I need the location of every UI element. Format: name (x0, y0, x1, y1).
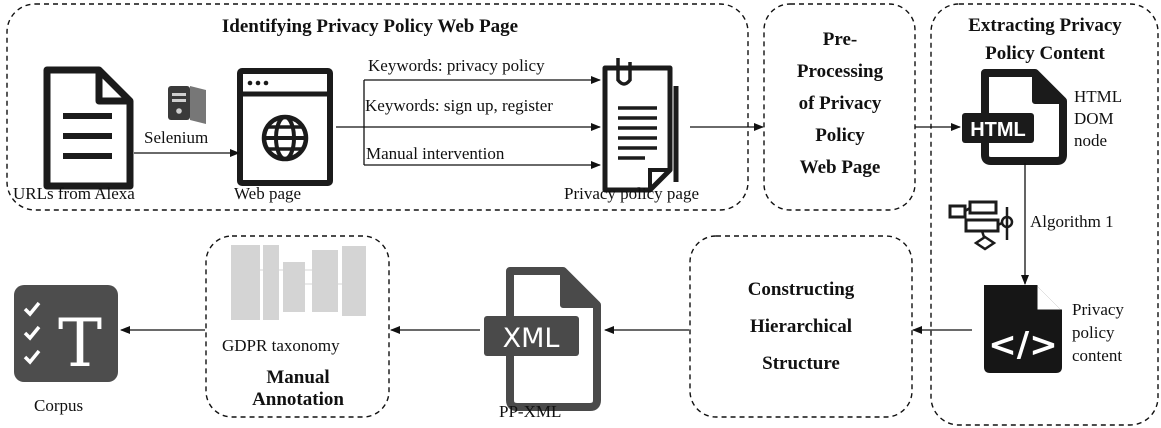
privacy-content-line-3: content (1072, 346, 1123, 365)
construct-title: Constructing Hierarchical Structure (692, 271, 910, 382)
html-badge-text: HTML (970, 119, 1026, 141)
keywords-privacy-label: Keywords: privacy policy (368, 56, 545, 75)
privacy-content-label: Privacy policy content (1072, 298, 1124, 367)
privacy-page-icon (602, 58, 679, 193)
code-file-icon: </> (984, 285, 1062, 373)
connectors (120, 76, 1029, 334)
extract-title: Extracting Privacy Policy Content (933, 12, 1157, 68)
identify-section-box (6, 3, 749, 211)
extract-section-box (930, 3, 1159, 426)
preprocess-line-4: Policy (815, 125, 865, 146)
gdpr-label: GDPR taxonomy (222, 336, 340, 355)
webpage-icon (237, 68, 333, 186)
preprocess-line-3: of Privacy (798, 93, 882, 114)
ppxml-label: PP-XML (499, 402, 562, 421)
html-dom-line-3: node (1074, 131, 1108, 150)
identify-title: Identifying Privacy Policy Web Page (221, 16, 519, 37)
xml-badge-text: XML (503, 323, 560, 354)
construct-line-3: Structure (762, 353, 840, 374)
preprocess-line-1: Pre- (822, 29, 858, 50)
construct-line-1: Constructing (747, 279, 855, 300)
annotate-line-1: Manual (266, 367, 330, 388)
algorithm-label: Algorithm 1 (1030, 212, 1114, 231)
keywords-signup-label: Keywords: sign up, register (365, 96, 553, 115)
server-icon (168, 86, 206, 124)
html-file-icon: HTML (962, 69, 1067, 165)
xml-file-icon: XML (484, 267, 601, 411)
preprocess-line-2: Processing (796, 61, 884, 82)
html-dom-label: HTML DOM node (1074, 86, 1122, 152)
preprocess-line-5: Web Page (799, 157, 881, 178)
construct-line-2: Hierarchical (749, 316, 852, 337)
extract-line-1: Extracting Privacy (968, 15, 1122, 36)
algorithm-icon (948, 200, 1014, 251)
code-glyph: </> (988, 325, 1057, 365)
manual-intervention-label: Manual intervention (366, 144, 505, 163)
document-icon (43, 66, 134, 190)
annotate-section-box (205, 235, 390, 418)
webpage-label: Web page (234, 184, 302, 203)
urls-label: URLs from Alexa (13, 184, 135, 203)
html-dom-line-2: DOM (1074, 109, 1114, 128)
extract-line-2: Policy Content (985, 43, 1105, 64)
annotate-title: Manual Annotation (208, 367, 388, 411)
privacy-content-line-2: policy (1072, 323, 1115, 342)
corpus-letter: T (58, 305, 102, 382)
selenium-label: Selenium (144, 128, 209, 147)
gdpr-taxonomy-thumbnail (231, 245, 366, 320)
corpus-label: Corpus (34, 396, 84, 415)
privacy-content-line-1: Privacy (1072, 300, 1124, 319)
annotate-line-2: Annotation (252, 389, 344, 410)
preprocess-title: Pre- Processing of Privacy Policy Web Pa… (766, 24, 914, 184)
privacy-page-label: Privacy policy page (564, 184, 700, 203)
preprocess-section-box (763, 3, 916, 211)
html-dom-line-1: HTML (1074, 87, 1123, 106)
construct-section-box (689, 235, 913, 418)
corpus-icon: T (14, 285, 118, 382)
